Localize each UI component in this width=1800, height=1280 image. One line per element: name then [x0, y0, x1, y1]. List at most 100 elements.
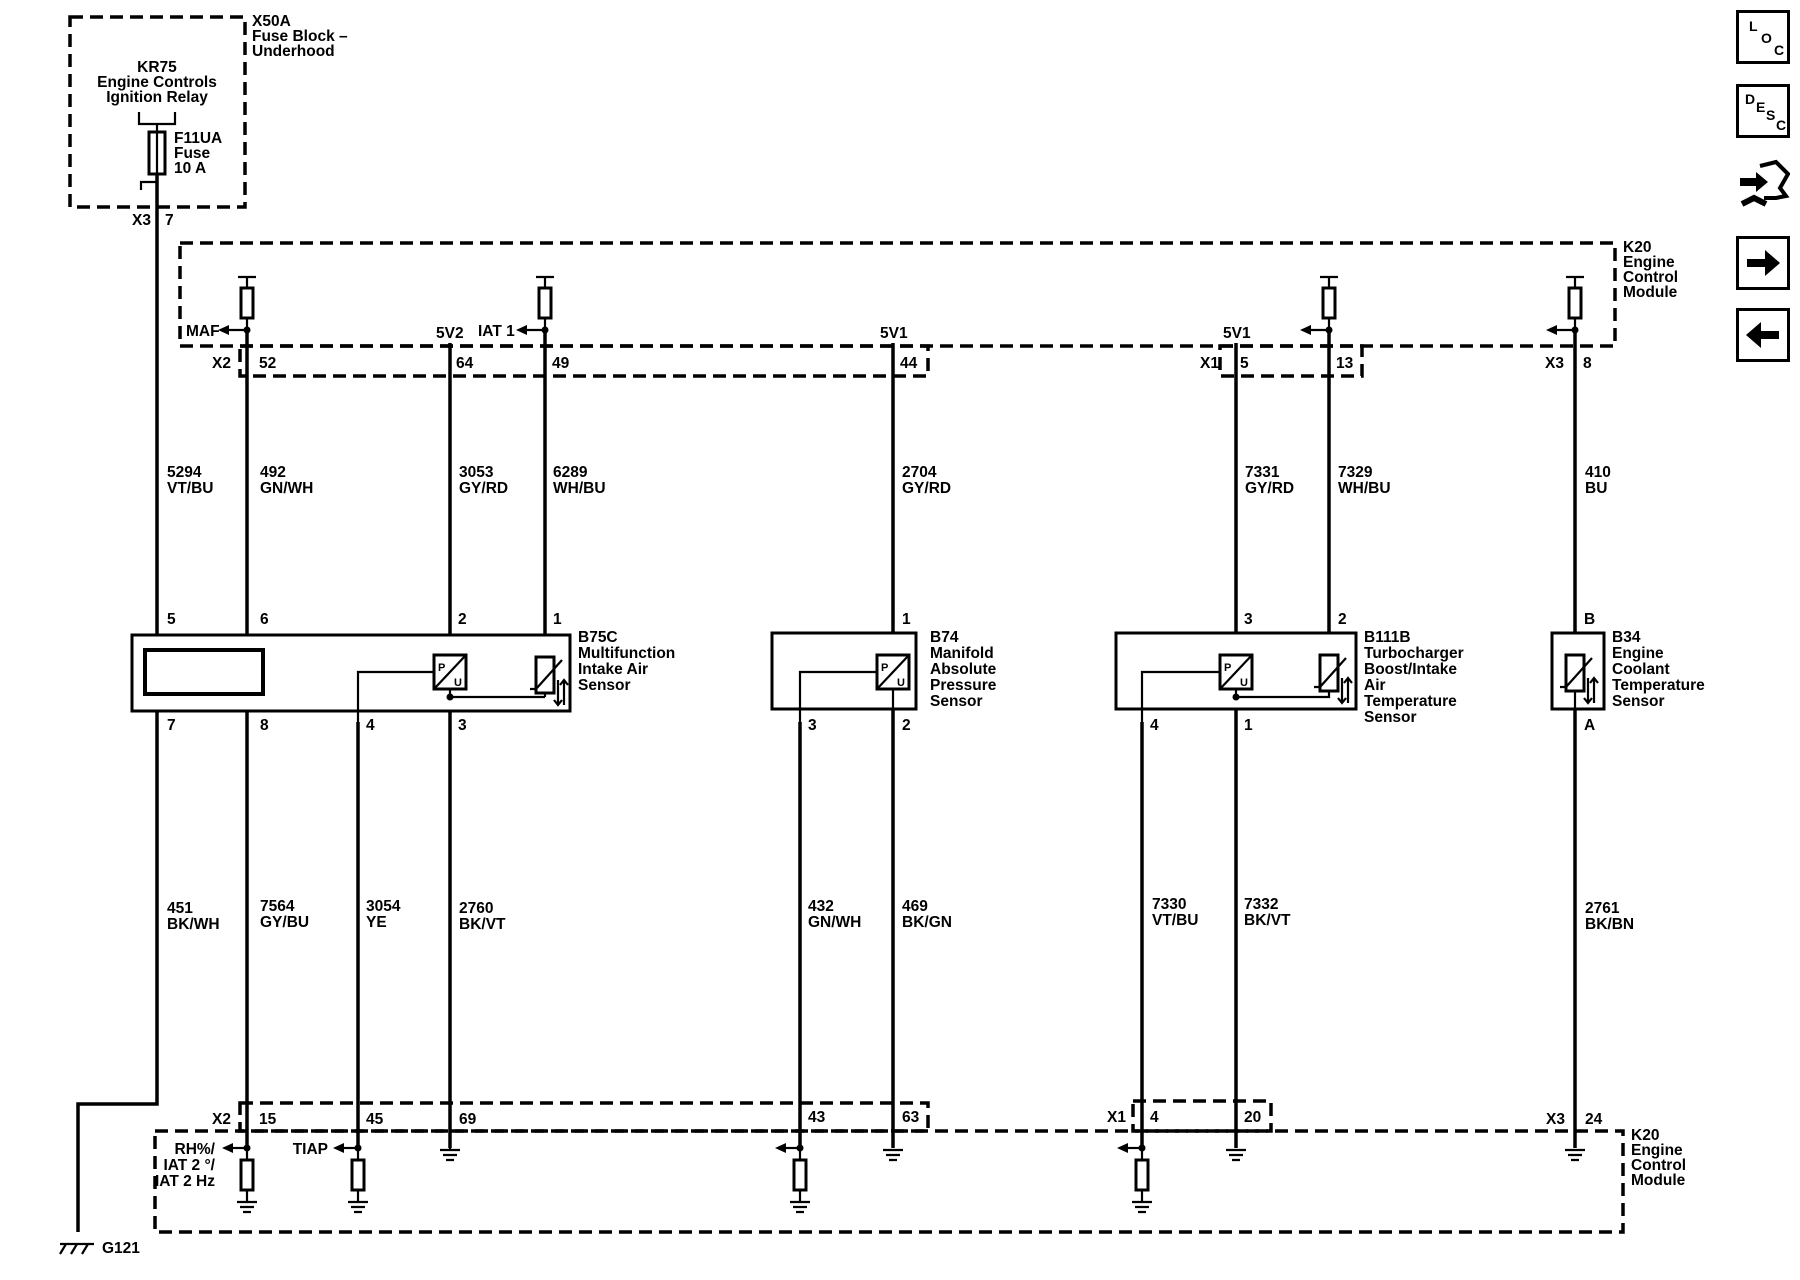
- ecm-bottom-x1-connector: [1131, 1099, 1273, 1133]
- circuit-492: 492: [260, 464, 286, 481]
- description-button[interactable]: D E S C: [1736, 84, 1790, 138]
- circuit-3054: 3054: [366, 898, 401, 915]
- color-3054: YE: [366, 914, 387, 931]
- rh-label-3: IAT 2 Hz: [155, 1173, 215, 1190]
- 5v1-label-b74: 5V1: [880, 325, 908, 342]
- top-pin-52: 52: [259, 355, 276, 372]
- b75c-name-2: Intake Air: [578, 661, 648, 678]
- top-wire-labels: 5294 VT/BU 492 GN/WH 3053 GY/RD 6289 WH/…: [167, 464, 1611, 497]
- ecm-bottom-ground-24: [1565, 1148, 1585, 1162]
- ecm-bottom-rh-iat2-input: [222, 1143, 257, 1214]
- color-451: BK/WH: [167, 916, 220, 933]
- b34-name-1: Engine: [1612, 645, 1664, 662]
- color-469: BK/GN: [902, 914, 952, 931]
- b111b-bottom-pin-4: 4: [1150, 717, 1159, 734]
- b111b-bottom-pin-1: 1: [1244, 717, 1253, 734]
- ecm-bottom-b111b-signal-input: [1117, 1143, 1152, 1214]
- color-7332: BK/VT: [1244, 912, 1291, 929]
- svg-text:P: P: [881, 662, 888, 674]
- circuit-451: 451: [167, 900, 193, 917]
- fuse-label: Fuse: [174, 145, 211, 162]
- b74-pressure-sensor-icon: P U: [875, 653, 911, 691]
- b75c-bottom-pin-4: 4: [366, 717, 375, 734]
- ecm-top-line1: Engine: [1623, 254, 1675, 271]
- top-x1-label: X1: [1200, 355, 1219, 372]
- b74-top-pin-1: 1: [902, 611, 911, 628]
- next-page-button[interactable]: [1736, 236, 1790, 290]
- color-6289: WH/BU: [553, 480, 606, 497]
- connector-icon: [1740, 159, 1790, 207]
- b34-bottom-pin-a: A: [1584, 717, 1595, 734]
- circuit-3053: 3053: [459, 464, 494, 481]
- circuit-6289: 6289: [553, 464, 588, 481]
- wire-451: [76, 711, 159, 1232]
- fuse-rating: 10 A: [174, 160, 206, 177]
- ecm-top-pullup-b34: [1546, 275, 1584, 335]
- ecm-bottom-id: K20: [1631, 1127, 1659, 1144]
- bottom-x2-label: X2: [212, 1111, 231, 1128]
- ecm-top-line2: Control: [1623, 269, 1678, 286]
- top-pin-44: 44: [900, 355, 918, 372]
- tiap-label: TIAP: [293, 1141, 328, 1158]
- fuse-id: F11UA: [174, 130, 222, 147]
- color-7564: GY/BU: [260, 914, 309, 931]
- previous-page-button[interactable]: [1736, 308, 1790, 362]
- connector-view-button[interactable]: [1736, 158, 1790, 212]
- b34-top-pin-b: B: [1584, 611, 1595, 628]
- top-pin-8: 8: [1583, 355, 1592, 372]
- ecm-bottom-tiap-input: [333, 1143, 368, 1214]
- b34-id: B34: [1612, 629, 1641, 646]
- color-7330: VT/BU: [1152, 912, 1199, 929]
- circuit-7332: 7332: [1244, 896, 1278, 913]
- b75c-top-pin-2: 2: [458, 611, 467, 628]
- 5v2-label: 5V2: [436, 325, 464, 342]
- ground-g121-icon: [59, 1242, 94, 1255]
- ecm-bottom-line2: Control: [1631, 1157, 1686, 1174]
- b111b-id: B111B: [1364, 629, 1411, 646]
- b111b-top-pin-2: 2: [1338, 611, 1347, 628]
- color-2760: BK/VT: [459, 916, 506, 933]
- bottom-pin-43: 43: [808, 1109, 826, 1126]
- fuse-block-id: X50A: [252, 13, 291, 30]
- top-x2-label: X2: [212, 355, 231, 372]
- relay-tap-symbol: [137, 112, 177, 132]
- bottom-pin-4: 4: [1150, 1109, 1159, 1126]
- circuit-7330: 7330: [1152, 896, 1186, 913]
- location-button[interactable]: L O C: [1736, 10, 1790, 64]
- b111b-top-pin-3: 3: [1244, 611, 1253, 628]
- top-pin-49: 49: [552, 355, 570, 372]
- b74-name-4: Sensor: [930, 693, 983, 710]
- b111b-name-3: Air: [1364, 677, 1386, 694]
- iat1-signal-label: IAT 1: [478, 323, 515, 340]
- circuit-410: 410: [1585, 464, 1611, 481]
- top-pin-13: 13: [1336, 355, 1354, 372]
- fuse-connector-pin: 7: [165, 212, 174, 229]
- b75c-top-pin-6: 6: [260, 611, 269, 628]
- circuit-2761: 2761: [1585, 900, 1620, 917]
- ecm-bottom-ground-69: [440, 1148, 460, 1162]
- b74-id: B74: [930, 629, 959, 646]
- bottom-x1-label: X1: [1107, 1109, 1126, 1126]
- b75c-bottom-pin-7: 7: [167, 717, 176, 734]
- ecm-top-pullup-maf: [218, 275, 256, 335]
- b75c-pressure-sensor-icon: P U: [432, 653, 468, 691]
- b75c-thermistor-icon: [530, 655, 569, 707]
- b111b-name-1: Turbocharger: [1364, 645, 1464, 662]
- desc-letter-e: E: [1756, 99, 1766, 115]
- bottom-pin-45: 45: [366, 1111, 384, 1128]
- ecm-bottom-b74-signal-input: [775, 1143, 810, 1214]
- bottom-pin-15: 15: [259, 1111, 277, 1128]
- b34-name-2: Coolant: [1612, 661, 1670, 678]
- bottom-pin-20: 20: [1244, 1109, 1261, 1126]
- b75c-maf-element: [143, 648, 265, 696]
- ecm-bottom-line3: Module: [1631, 1172, 1686, 1189]
- svg-text:U: U: [1240, 677, 1248, 689]
- color-7329: WH/BU: [1338, 480, 1391, 497]
- b75c-top-pin-1: 1: [553, 611, 562, 628]
- relay-name-line1: Engine Controls: [97, 74, 217, 91]
- color-3053: GY/RD: [459, 480, 508, 497]
- color-410: BU: [1585, 480, 1607, 497]
- top-pin-64: 64: [456, 355, 474, 372]
- fuse-connector-id: X3: [132, 212, 151, 229]
